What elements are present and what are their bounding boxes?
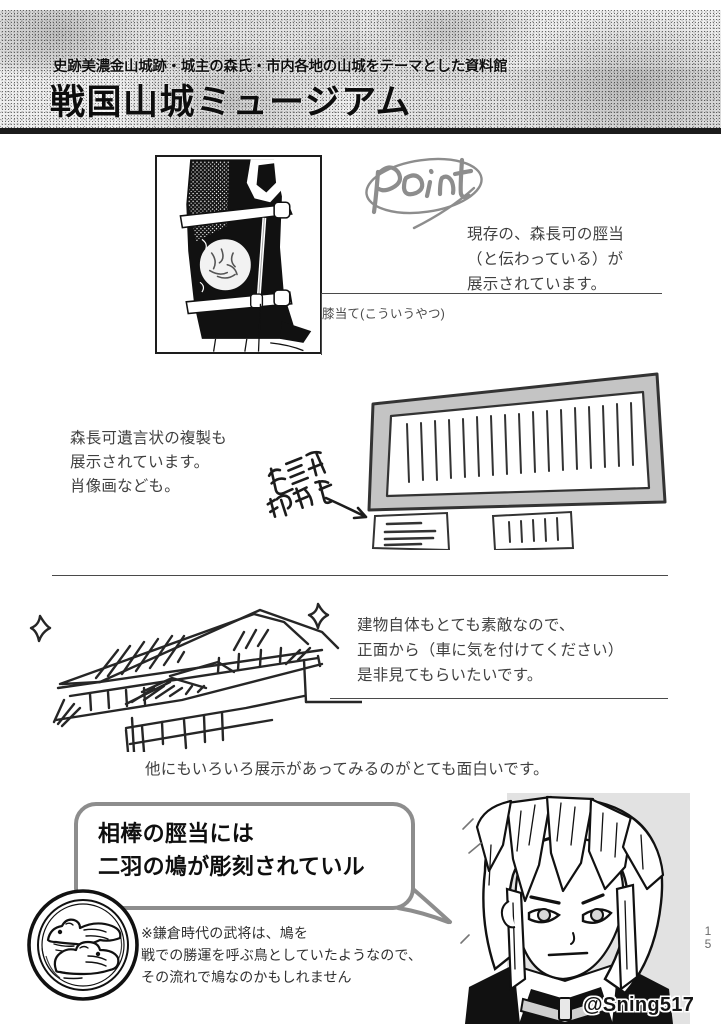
handwritten-annotation-icon [266,450,368,520]
two-pigeons-crest-icon [27,889,139,1001]
divider-rule-2 [52,575,668,576]
speech-bubble-text: 相棒の脛当には 二羽の鳩が彫刻されていル [98,821,365,879]
speech-bubble [74,802,415,910]
character-illustration-panel [455,793,690,1024]
museum-building-illustration [22,592,362,752]
character-portrait-icon [455,793,690,1024]
framed-document-icon [367,372,667,550]
other-exhibits-description: 他にもいろいろ展示があってみるのがとても面白いです。 [145,761,549,778]
header-banner: 史跡美濃金山城跡・城主の森氏・市内各地の山城をテーマとした資料館 戦国山城ミュー… [0,10,721,128]
will-handwritten-label [266,450,386,520]
page-number: 1 5 [700,925,716,951]
pigeon-crest-emblem [26,888,140,1002]
shin-guard-icon [157,157,320,352]
museum-building-icon [29,602,362,752]
pigeon-footnote: ※鎌倉時代の武将は、鳩を 戦での勝運を呼ぶ鳥としていたようなので、 その流れで鳩… [141,925,423,985]
page-number-digit-1: 1 [704,924,712,938]
header-banner-inner: 史跡美濃金山城跡・城主の森氏・市内各地の山城をテーマとした資料館 戦国山城ミュー… [0,10,721,128]
point-description: 現存の、森長可の脛当 （と伝わっている）が 展示されています。 [467,226,625,293]
shin-guard-illustration-box [155,155,322,354]
point-scribble-icon [365,157,483,230]
building-description: 建物自体もとても素敵なので、 正面から（車に気を付けてください） 是非見てもらい… [357,617,624,684]
header-bottom-rule [0,128,721,134]
divider-rule-3 [330,698,668,699]
museum-subtitle: 史跡美濃金山城跡・城主の森氏・市内各地の山城をテーマとした資料館 [53,59,508,75]
museum-title: 戦国山城ミュージアム [50,83,412,122]
divider-rule-1 [322,293,662,294]
shin-guard-caption: 膝当て(こういうやつ) [322,307,446,321]
will-description: 森長可遺言状の複製も 展示されています。 肖像画なども。 [70,430,228,495]
will-frame-illustration [355,370,675,550]
point-annotation [354,152,504,242]
page-number-digit-2: 5 [704,937,712,951]
armor-caption-connector [321,293,322,355]
artist-signature: @Sning517 [583,994,695,1016]
